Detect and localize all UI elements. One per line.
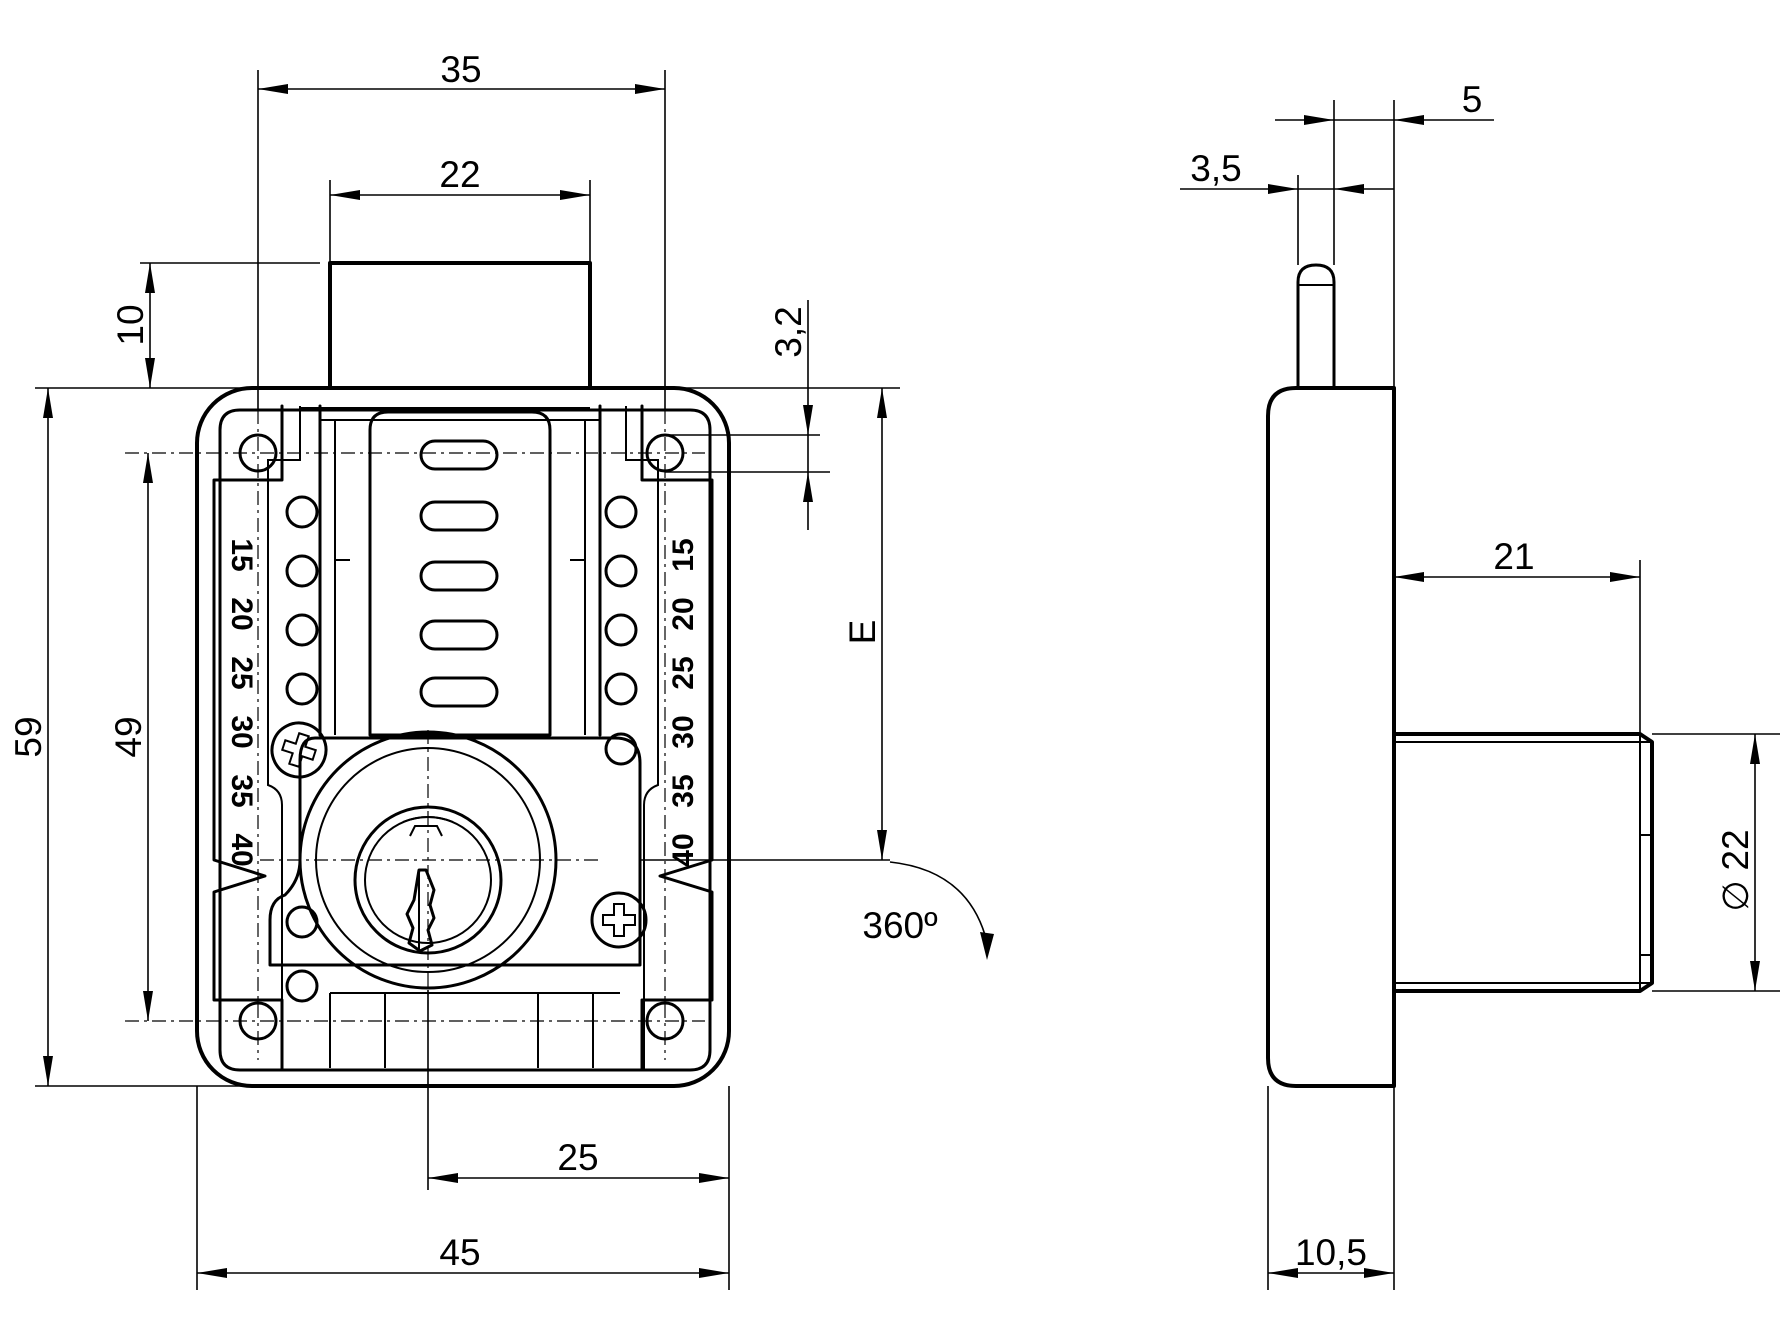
dimension-22-diameter: 22: [1715, 829, 1756, 870]
slider-plate: [368, 410, 552, 737]
scale-label: 25: [225, 656, 258, 689]
bolt: [328, 261, 592, 390]
dimension-21: 21: [1493, 536, 1534, 577]
dimension-59: 59: [8, 716, 49, 757]
dimension-45: 45: [439, 1232, 480, 1273]
left-rail: [212, 404, 284, 1072]
scale-label: 30: [225, 715, 258, 748]
scale-label: 35: [225, 774, 258, 807]
scale-label: 25: [667, 656, 700, 689]
right-position-holes: [604, 495, 638, 766]
dimension-10: 10: [110, 304, 151, 345]
scale-label: 15: [225, 538, 258, 571]
scale-label: 40: [225, 833, 258, 866]
side-view: [1266, 263, 1654, 1088]
dimension-e: E: [842, 620, 883, 645]
dimension-3-2: 3,2: [768, 306, 809, 357]
side-body: [1266, 386, 1396, 1088]
scale-label: 40: [667, 833, 700, 866]
dimension-49: 49: [108, 716, 149, 757]
right-scale-labels: 15 20 25 30 35 40: [667, 538, 700, 866]
left-scale-labels: 15 20 25 30 35 40: [225, 538, 258, 866]
dimension-25: 25: [557, 1137, 598, 1178]
screw-right: [590, 891, 648, 949]
cylinder-plate: [268, 736, 642, 967]
diameter-symbol: ∅: [1716, 880, 1757, 911]
rotation-label: 360º: [862, 905, 938, 946]
dimension-5: 5: [1462, 79, 1483, 120]
front-dimensions: 35 22 10 59 49 3,2: [8, 49, 994, 1290]
scale-label: 20: [225, 597, 258, 630]
right-rail: [640, 404, 714, 1072]
front-view: 15 20 25 30 35 40 15 20 25 30 35 40: [125, 261, 731, 1088]
dimension-3-5: 3,5: [1190, 148, 1241, 189]
side-bolt: [1296, 263, 1336, 390]
scale-label: 35: [667, 774, 700, 807]
scale-label: 20: [667, 597, 700, 630]
dimension-35: 35: [440, 49, 481, 90]
front-centerlines: [125, 410, 705, 1060]
slider-slots: [419, 439, 499, 708]
scale-label: 15: [667, 538, 700, 571]
lock-inner-frame: [218, 408, 712, 1072]
side-dimensions: 5 3,5 21 ∅ 22 10,5: [1180, 79, 1780, 1290]
side-cylinder: [1392, 732, 1654, 993]
scale-label: 30: [667, 715, 700, 748]
dimension-22-bolt: 22: [439, 154, 480, 195]
dimension-10-5: 10,5: [1295, 1232, 1367, 1273]
